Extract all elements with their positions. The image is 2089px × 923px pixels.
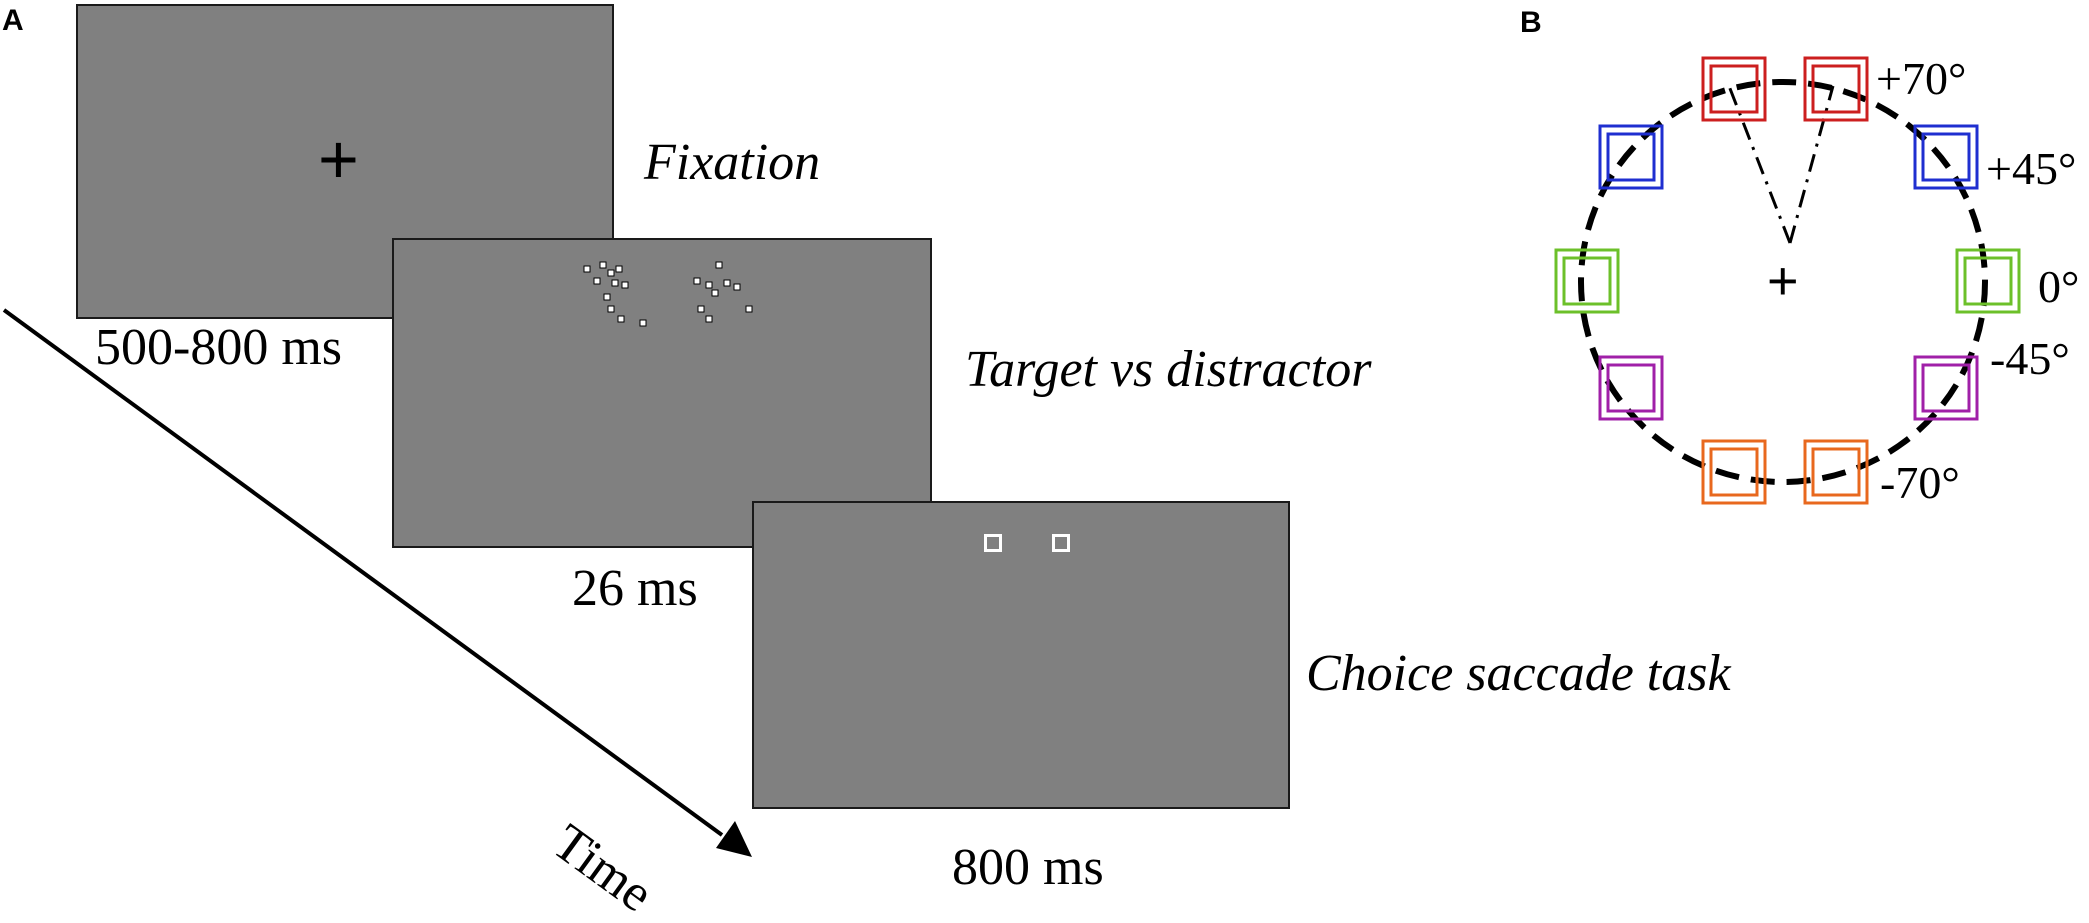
angle-label-minus45: -45° [1990,333,2070,384]
dashed-circle [1578,79,1988,485]
panel-a-letter: A [2,4,24,37]
target-label: Target vs distractor [965,341,1372,398]
square-plus45-right [1913,124,1979,190]
target-location-diagram [1554,56,2021,505]
stimulus-dots [583,261,753,327]
choice-label: Choice saccade task [1306,645,1731,702]
square-minus45-right [1913,355,1979,421]
square-plus45-left [1598,124,1664,190]
angle-label-plus70: +70° [1876,53,1967,104]
square-0-right [1955,248,2021,314]
panel-b-letter: B [1520,6,1542,39]
angle-lines [1727,85,1835,244]
center-fixation-cross: + [1767,251,1799,311]
square-minus70-right [1803,439,1869,505]
angle-label-minus70: -70° [1880,457,1960,508]
left-choice-square [984,534,1002,552]
target-screen [392,238,932,548]
angle-label-plus45: +45° [1986,143,2077,194]
target-duration: 26 ms [572,560,698,617]
fixation-cross: + [318,120,359,198]
choice-duration: 800 ms [952,839,1104,896]
square-minus70-left [1701,439,1767,505]
square-0-left [1554,248,1620,314]
right-choice-square [1052,534,1070,552]
fixation-duration: 500-800 ms [95,319,342,376]
time-arrow [2,308,752,857]
square-minus45-left [1598,355,1664,421]
angle-label-0: 0° [2038,261,2080,312]
fixation-label: Fixation [644,134,821,191]
choice-screen [752,501,1290,809]
square-plus70-right [1803,56,1869,122]
square-plus70-left [1701,56,1767,122]
